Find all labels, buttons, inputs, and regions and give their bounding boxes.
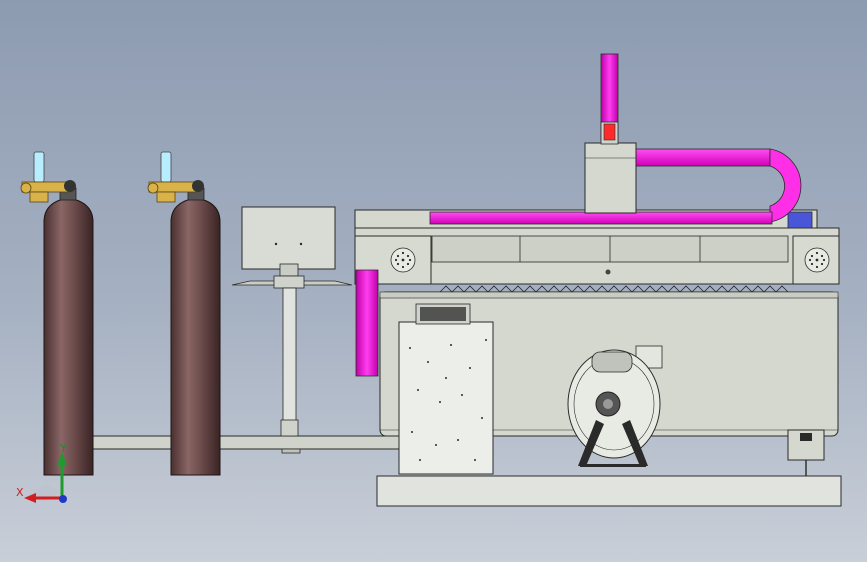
gantry-end-block bbox=[787, 211, 813, 229]
machine-base-plate bbox=[376, 475, 842, 507]
triad-x-label: X bbox=[16, 486, 24, 499]
gas-regulator-icon bbox=[20, 151, 76, 203]
coordinate-triad-icon bbox=[24, 452, 67, 503]
speaker-grille-icon bbox=[390, 247, 416, 273]
gas-cylinder-2 bbox=[170, 187, 221, 476]
gas-cylinder-1 bbox=[43, 187, 94, 476]
laser-head bbox=[584, 121, 637, 214]
speaker-grille-icon bbox=[804, 247, 830, 273]
gas-supply-pipe bbox=[91, 435, 403, 454]
machine-frame bbox=[354, 209, 840, 476]
triad-y-label: Y bbox=[60, 442, 67, 455]
gas-regulator-icon bbox=[147, 151, 204, 203]
electrical-cabinet bbox=[398, 303, 494, 475]
exhaust-blower bbox=[567, 345, 663, 467]
control-monitor bbox=[231, 206, 353, 437]
slat-bed bbox=[439, 285, 789, 293]
